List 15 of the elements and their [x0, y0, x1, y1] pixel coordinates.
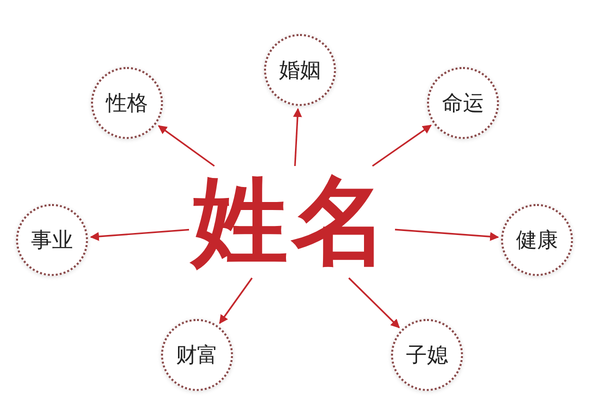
topic-circle: 子媳 — [391, 319, 463, 391]
topic-circle: 性格 — [91, 67, 163, 139]
arrow — [394, 228, 499, 242]
topic-circle: 命运 — [427, 67, 499, 139]
topic-circle: 事业 — [16, 204, 88, 276]
arrow — [219, 278, 253, 324]
topic-circle: 婚姻 — [264, 34, 336, 106]
topic-circle: 财富 — [161, 319, 233, 391]
arrow — [158, 125, 215, 167]
arrow — [372, 124, 432, 167]
arrow — [293, 108, 302, 166]
topic-circle: 健康 — [501, 204, 573, 276]
arrow — [90, 228, 190, 241]
arrow — [348, 277, 400, 328]
title-text: 姓名 — [192, 174, 392, 270]
